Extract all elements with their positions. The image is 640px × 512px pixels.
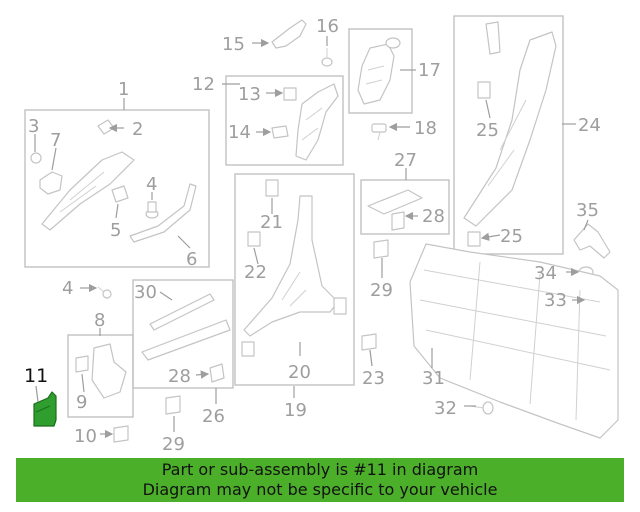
callout-15: 15 <box>222 34 245 55</box>
part-4-screw-standalone[interactable] <box>97 286 112 299</box>
part-28-clip-upper[interactable] <box>391 211 405 231</box>
part-21-clip[interactable] <box>265 179 279 197</box>
callout-19: 19 <box>284 400 307 421</box>
callout-26: 26 <box>202 406 225 427</box>
callout-8: 8 <box>94 310 105 331</box>
callout-25-lower: 25 <box>500 226 523 247</box>
callout-24: 24 <box>578 115 601 136</box>
part-5-clip[interactable] <box>111 185 129 203</box>
part-32-bolt[interactable] <box>469 401 494 415</box>
part-30-strip[interactable] <box>149 293 215 331</box>
callout-33: 33 <box>544 290 567 311</box>
group-box-12 <box>225 75 344 166</box>
callout-1: 1 <box>118 79 129 100</box>
callout-4: 4 <box>146 174 157 195</box>
callout-11-highlighted: 11 <box>24 365 48 387</box>
callout-31: 31 <box>422 368 445 389</box>
callout-27: 27 <box>394 150 417 171</box>
part-10-clip[interactable] <box>113 425 129 443</box>
banner-line-2: Diagram may not be specific to your vehi… <box>142 480 498 499</box>
part-2-clip[interactable] <box>97 119 115 135</box>
part-20-clip-a[interactable] <box>241 341 255 357</box>
part-9-clip[interactable] <box>75 355 89 373</box>
part-23-clip[interactable] <box>361 333 377 351</box>
part-7-trim[interactable] <box>39 171 63 195</box>
parts-diagram: 1 2 3 7 4 5 6 4 30 8 9 10 11 28 26 29 15… <box>24 15 619 455</box>
part-26-sill[interactable] <box>141 319 231 361</box>
part-15-bracket[interactable] <box>271 19 307 49</box>
callout-29-upper: 29 <box>370 280 393 301</box>
callout-9: 9 <box>76 392 87 413</box>
part-11-highlighted[interactable] <box>33 391 57 427</box>
part-29-clip-upper[interactable] <box>373 239 389 259</box>
callout-12: 12 <box>192 74 215 95</box>
part-14-clip[interactable] <box>271 125 289 139</box>
group-box-19 <box>234 173 355 386</box>
callout-35: 35 <box>576 200 599 221</box>
callout-16: 16 <box>316 16 339 37</box>
callout-10: 10 <box>74 426 97 447</box>
part-17-trim[interactable] <box>357 43 395 105</box>
callout-30: 30 <box>134 282 157 303</box>
callout-2: 2 <box>132 119 143 140</box>
group-box-1 <box>24 109 210 268</box>
part-27-panel[interactable] <box>367 189 423 215</box>
callout-7: 7 <box>50 130 61 151</box>
callout-25-upper: 25 <box>476 120 499 141</box>
group-box-24 <box>453 15 564 255</box>
part-24-clip-top[interactable] <box>485 21 501 55</box>
part-22-clip[interactable] <box>247 231 261 247</box>
callout-32: 32 <box>434 398 457 419</box>
group-box-17 <box>348 28 413 114</box>
group-box-26 <box>132 279 234 389</box>
part-25-clip-upper[interactable] <box>477 81 491 99</box>
part-31-back-panel[interactable] <box>409 243 619 439</box>
part-25-clip-lower[interactable] <box>467 231 481 247</box>
banner-line-1: Part or sub-assembly is #11 in diagram <box>161 460 479 479</box>
callout-34: 34 <box>534 263 557 284</box>
callout-3: 3 <box>28 116 39 137</box>
part-20-pillar-trim[interactable] <box>243 195 339 337</box>
part-16-screw[interactable] <box>321 48 333 67</box>
callout-28-upper: 28 <box>422 206 445 227</box>
callout-6: 6 <box>186 249 197 270</box>
callout-21: 21 <box>260 212 283 233</box>
part-6-weatherstrip[interactable] <box>129 183 197 243</box>
part-12-trim[interactable] <box>295 83 339 161</box>
part-24-trim[interactable] <box>463 31 557 227</box>
part-18-bolt[interactable] <box>371 123 387 141</box>
callout-13: 13 <box>238 84 261 105</box>
callout-14: 14 <box>228 122 251 143</box>
callout-18: 18 <box>414 118 437 139</box>
callout-5: 5 <box>110 220 121 241</box>
callout-23: 23 <box>362 368 385 389</box>
part-1-pillar-trim[interactable] <box>41 151 135 231</box>
part-8-trim[interactable] <box>91 343 127 399</box>
part-17-clip[interactable] <box>385 37 401 49</box>
callout-20: 20 <box>288 362 311 383</box>
part-28-clip-lower[interactable] <box>209 363 225 383</box>
info-banner: Part or sub-assembly is #11 in diagram D… <box>16 458 624 502</box>
callout-29-lower: 29 <box>162 434 185 455</box>
part-3-clip[interactable] <box>30 152 42 164</box>
part-20-clip-b[interactable] <box>333 297 347 315</box>
part-29-clip-lower[interactable] <box>165 395 181 415</box>
callout-17: 17 <box>418 60 441 81</box>
part-13-clip[interactable] <box>283 87 297 101</box>
callout-22: 22 <box>244 262 267 283</box>
group-box-27 <box>360 179 450 235</box>
callout-4-standalone: 4 <box>62 278 73 299</box>
part-4-screw[interactable] <box>145 201 159 219</box>
callout-28-lower: 28 <box>168 366 191 387</box>
part-35-trim[interactable] <box>573 223 611 259</box>
